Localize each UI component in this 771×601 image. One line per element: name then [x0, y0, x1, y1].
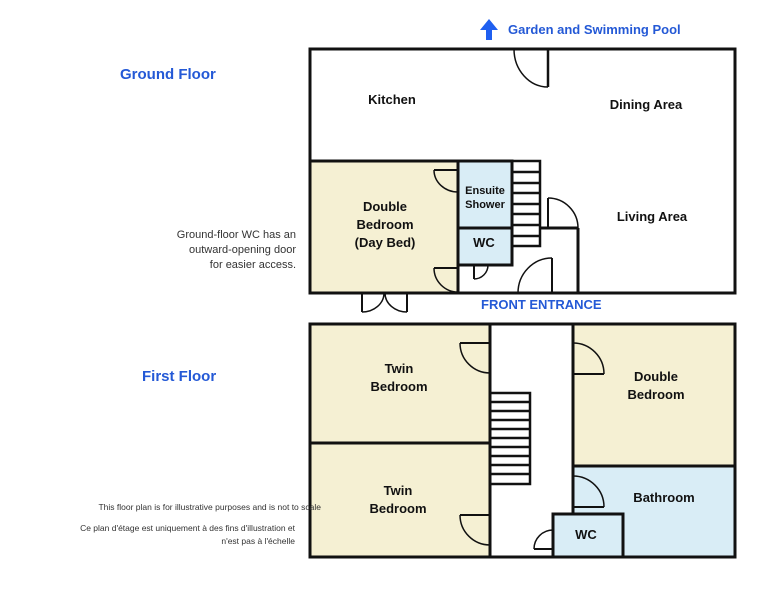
- first-floor-heading: First Floor: [142, 368, 217, 385]
- first-floor-walls: [308, 322, 737, 559]
- note-line: outward-opening door: [188, 244, 296, 256]
- label-line: Double: [633, 369, 679, 384]
- first-wc-area: [553, 514, 623, 557]
- kitchen-label: Kitchen: [368, 92, 416, 107]
- ground-doors: [361, 48, 579, 313]
- first-stairs: [488, 391, 532, 486]
- front-entrance-label: FRONT ENTRANCE: [481, 297, 602, 312]
- ground-floor-heading: Ground Floor: [120, 66, 216, 83]
- note-line: n'est pas à l'échelle: [221, 536, 295, 546]
- twin-bedroom-1-label: Twin Bedroom: [370, 360, 427, 396]
- label-line: Bedroom: [627, 387, 685, 402]
- label-line: Twin: [383, 483, 413, 498]
- first-doors: [459, 342, 605, 550]
- double-bedroom-label: Double Bedroom: [627, 368, 684, 404]
- note-line: Ground-floor WC has an: [176, 229, 296, 241]
- living-area-label: Living Area: [616, 209, 688, 224]
- note-line: Ce plan d'étage est uniquement à des fin…: [80, 523, 295, 533]
- twin-bedroom-2-area: [310, 443, 490, 557]
- wc-access-note: Ground-floor WC has an outward-opening d…: [120, 228, 296, 273]
- day-bed-bedroom-label: Double Bedroom (Day Bed): [355, 198, 416, 252]
- ground-wc-label: WC: [473, 235, 495, 250]
- ensuite-shower-label: Ensuite Shower: [465, 184, 505, 212]
- dining-area-label: Dining Area: [609, 97, 683, 112]
- label-line: Bedroom: [370, 379, 428, 394]
- ground-stairs: [510, 159, 542, 248]
- label-line: Shower: [465, 199, 505, 211]
- bathroom-label: Bathroom: [633, 490, 695, 505]
- label-line: Bedroom: [369, 501, 427, 516]
- ground-wc-area: [458, 228, 512, 265]
- ensuite-shower-area: [458, 161, 512, 228]
- disclaimer-fr: Ce plan d'étage est uniquement à des fin…: [80, 522, 295, 548]
- label-line: Twin: [384, 361, 414, 376]
- label-line: Double: [362, 199, 408, 214]
- label-line: Ensuite: [465, 185, 505, 197]
- note-line: for easier access.: [209, 259, 296, 271]
- garden-direction-label: Garden and Swimming Pool: [508, 22, 681, 37]
- first-wc-label: WC: [575, 527, 597, 542]
- disclaimer-en: This floor plan is for illustrative purp…: [98, 502, 321, 512]
- double-bedroom-day-bed-area: [310, 161, 458, 293]
- ground-floor-walls: [308, 47, 737, 295]
- twin-bedroom-2-label: Twin Bedroom: [369, 482, 426, 518]
- label-line: (Day Bed): [354, 235, 416, 250]
- label-line: Bedroom: [356, 217, 414, 232]
- double-bedroom-area: [573, 324, 735, 466]
- arrow-up-icon: [480, 19, 498, 40]
